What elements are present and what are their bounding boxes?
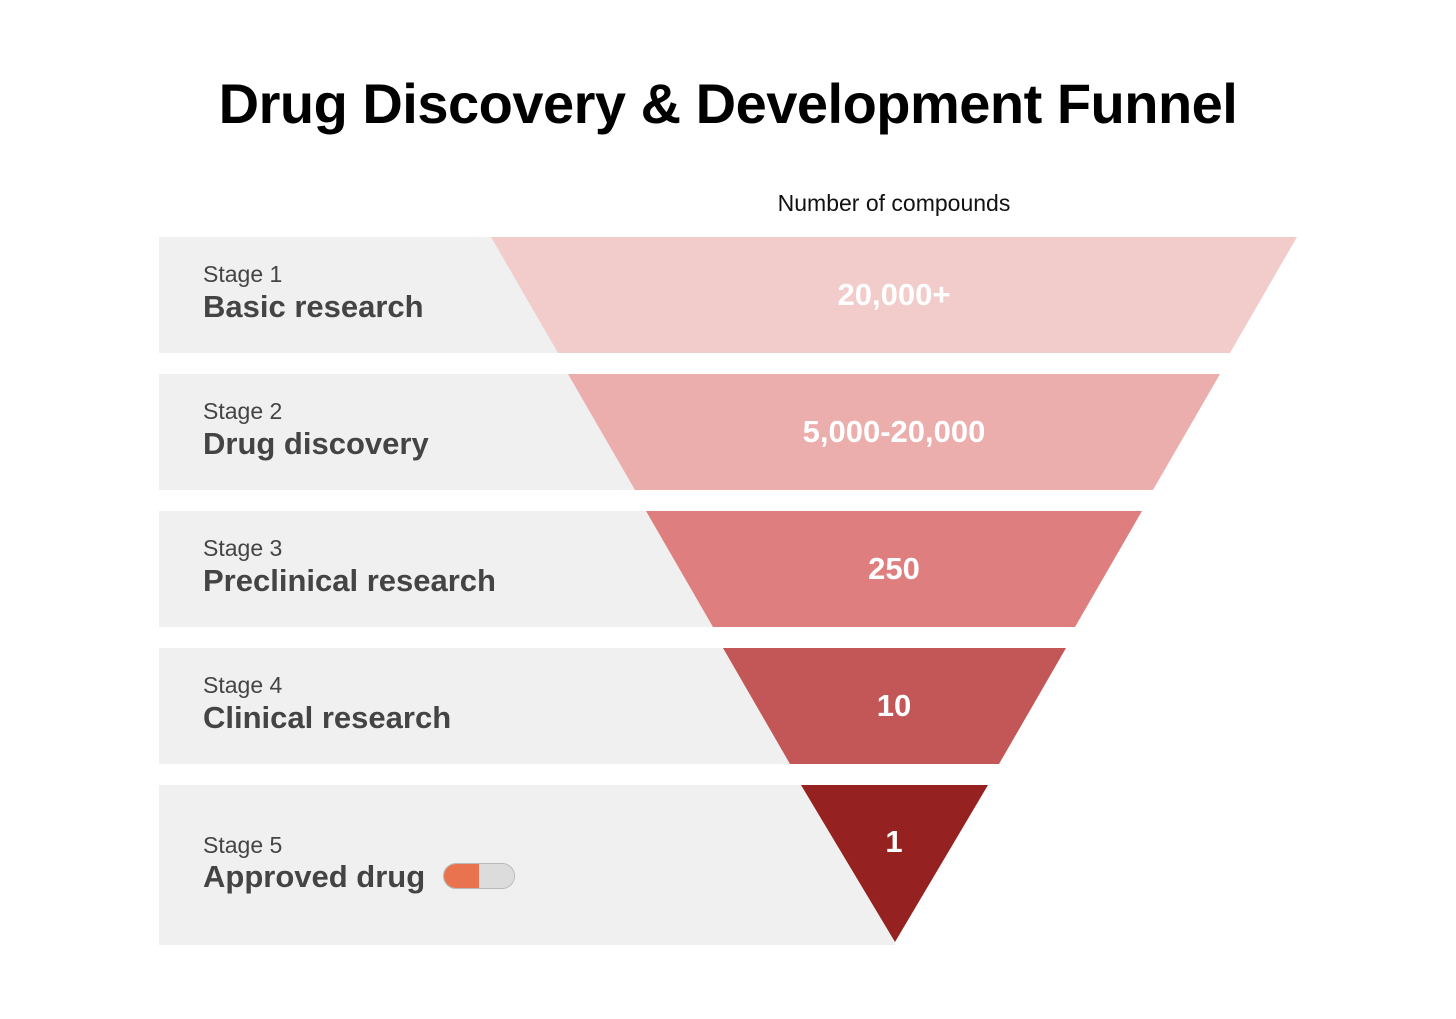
- funnel-value-2: 5,000-20,000: [803, 414, 986, 449]
- stage-number-2: Stage 2: [203, 398, 283, 424]
- funnel-segment-3: [646, 511, 1142, 627]
- stage-number-4: Stage 4: [203, 672, 283, 698]
- stage-name-5: Approved drug: [203, 859, 426, 894]
- funnel-value-3: 250: [868, 551, 920, 586]
- stage-number-3: Stage 3: [203, 535, 283, 561]
- funnel-segment-1: [491, 237, 1297, 353]
- stage-name-1: Basic research: [203, 289, 424, 324]
- pill-icon-gray-half: [479, 864, 514, 888]
- funnel-value-5: 1: [885, 824, 902, 859]
- column-header: Number of compounds: [777, 190, 1011, 216]
- funnel-segment-5: [801, 785, 988, 942]
- stage-row-5: [159, 785, 895, 945]
- stage-name-4: Clinical research: [203, 700, 452, 735]
- funnel-value-4: 10: [877, 688, 911, 723]
- stage-name-2: Drug discovery: [203, 426, 429, 461]
- funnel-value-1: 20,000+: [838, 277, 951, 312]
- diagram-title: Drug Discovery & Development Funnel: [218, 72, 1238, 135]
- funnel-segment-4: [723, 648, 1066, 764]
- stage-name-3: Preclinical research: [203, 563, 496, 598]
- pill-icon-orange-half: [444, 864, 479, 888]
- stage-number-1: Stage 1: [203, 261, 283, 287]
- pill-icon: [443, 863, 515, 889]
- stage-number-5: Stage 5: [203, 832, 283, 858]
- funnel-segment-2: [568, 374, 1220, 490]
